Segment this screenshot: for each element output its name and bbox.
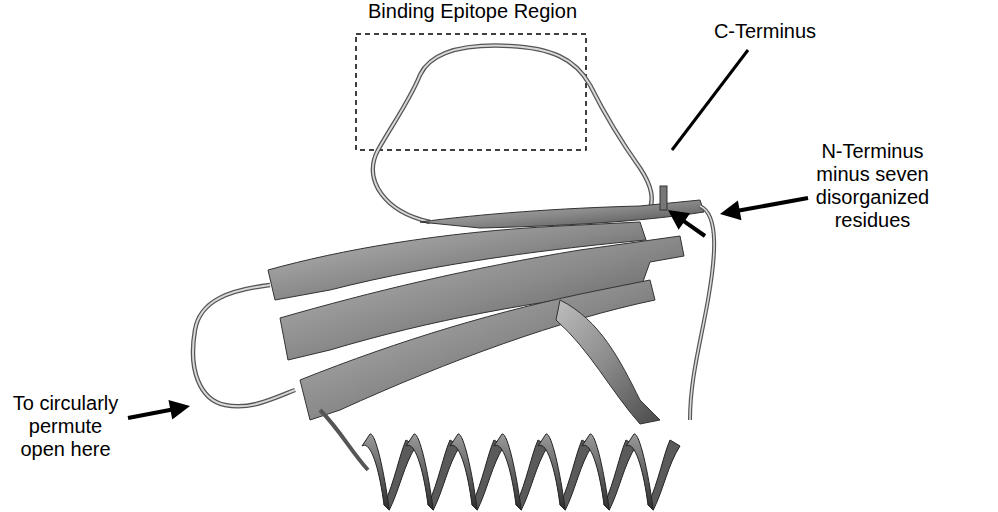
arrow-shaft [683, 220, 705, 236]
coil [373, 46, 652, 222]
helix-turn [604, 440, 636, 510]
helix-turn [472, 440, 504, 510]
helix-turn [428, 440, 460, 510]
terminus-label: C-Terminus [700, 20, 830, 43]
coil [690, 206, 714, 420]
coil-outline [373, 46, 652, 222]
annotation-label: To circularly permute open here [8, 392, 123, 461]
helix-turn [626, 434, 653, 510]
helix-turn [406, 434, 433, 510]
helix-turn [362, 434, 389, 510]
arrow-head [668, 210, 690, 230]
terminus-label: N-Terminus minus seven disorganized resi… [810, 140, 935, 232]
region-label: Binding Epitope Region [355, 0, 590, 23]
leader-line [672, 50, 748, 150]
helix-turn [450, 434, 477, 510]
permutation-loop [193, 285, 295, 406]
helix-turn [582, 434, 609, 510]
helix-turn [384, 440, 416, 510]
helix-turn [516, 440, 548, 510]
beta-strand [556, 300, 660, 424]
arrow-shaft [738, 198, 808, 211]
permutation-loop [193, 285, 295, 406]
coil [320, 410, 368, 470]
helix-turn [648, 440, 680, 510]
c-terminus-stub [660, 186, 667, 210]
arrow-shaft [128, 409, 172, 418]
helix-turn [538, 434, 565, 510]
helix-turn [494, 434, 521, 510]
helix-turn [560, 440, 592, 510]
coil [690, 206, 714, 420]
arrow-head [720, 201, 741, 221]
alpha-helix [362, 434, 680, 510]
arrow-head [168, 400, 190, 420]
